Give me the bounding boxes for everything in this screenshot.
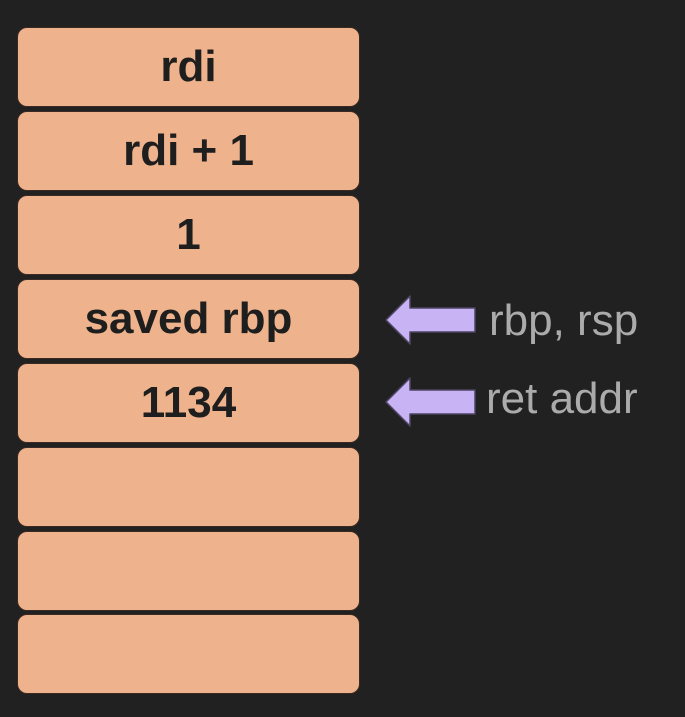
stack-slot-label: saved rbp [84, 294, 293, 343]
stack-slot-label: rdi + 1 [123, 126, 254, 175]
pointer-ret-addr [384, 376, 478, 428]
pointer-label-ret-addr: ret addr [486, 374, 638, 423]
stack-slot-2: 1 [17, 195, 360, 275]
stack-slot-3: saved rbp [17, 279, 360, 359]
stack-slot-label: 1 [176, 210, 201, 259]
stack-slot-5 [17, 447, 360, 527]
pointer-rbp-rsp [384, 294, 478, 346]
stack-slot-0: rdi [17, 27, 360, 107]
stack-slot-4: 1134 [17, 363, 360, 443]
stack-slot-label: 1134 [140, 378, 237, 427]
stack-slot-1: rdi + 1 [17, 111, 360, 191]
stack-slot-6 [17, 531, 360, 611]
arrow-left-icon [385, 377, 476, 427]
arrow-left-icon [385, 295, 476, 345]
pointer-label-rbp-rsp: rbp, rsp [489, 296, 639, 345]
stack-slot-7 [17, 614, 360, 694]
stack-slot-label: rdi [160, 42, 217, 91]
